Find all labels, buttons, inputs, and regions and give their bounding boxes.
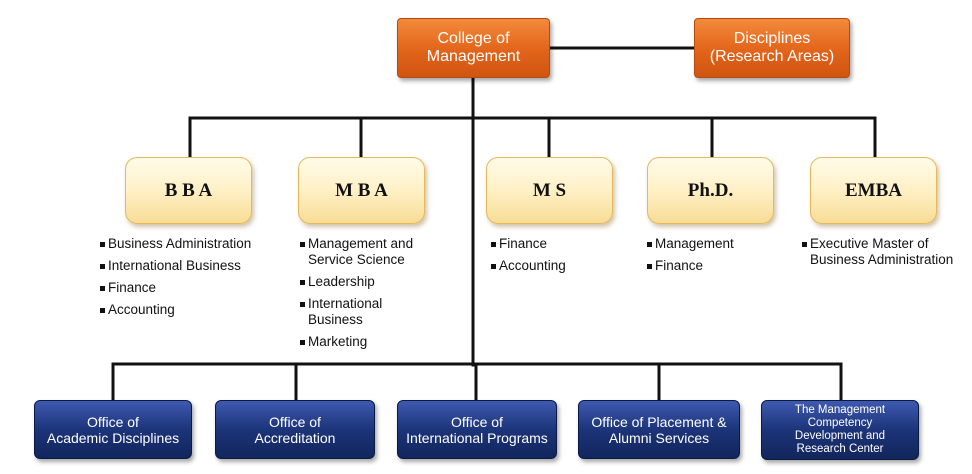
disciplines-box: Disciplines (Research Areas) <box>694 18 850 78</box>
office-label-line: Alumni Services <box>608 429 710 446</box>
program-name: M B A <box>335 179 388 201</box>
college-label-line-1: College of <box>437 30 510 47</box>
square-bullet-icon <box>100 242 105 247</box>
square-bullet-icon <box>491 264 496 269</box>
office-label-line: Office of Placement & <box>591 413 727 430</box>
office-label-line: International Programs <box>406 429 548 446</box>
program-box-emba: EMBA <box>810 157 937 224</box>
list-item: International Business <box>100 258 275 274</box>
square-bullet-icon <box>802 242 807 247</box>
office-box-international-programs: Office of International Programs <box>397 400 557 459</box>
bba-item-list: Business Administration International Bu… <box>100 236 275 324</box>
list-item: Accounting <box>100 302 275 318</box>
office-box-competency-research-center: The Management Competency Development an… <box>761 400 919 460</box>
program-name: M S <box>532 179 567 201</box>
office-label-line: Development and <box>794 430 886 442</box>
office-box-accreditation: Office of Accreditation <box>215 400 375 459</box>
program-box-mba: M B A <box>298 157 425 224</box>
program-box-phd: Ph.D. <box>647 157 774 224</box>
square-bullet-icon <box>300 302 305 307</box>
office-label-line: Office of <box>87 413 139 430</box>
square-bullet-icon <box>300 340 305 345</box>
college-of-management-box: College of Management <box>397 18 550 78</box>
program-box-ms: M S <box>486 157 613 224</box>
office-box-placement-alumni: Office of Placement & Alumni Services <box>578 400 740 459</box>
ms-item-list: Finance Accounting <box>491 236 601 280</box>
program-name: EMBA <box>845 179 902 201</box>
office-label-line: Office of <box>451 413 503 430</box>
list-item: Finance <box>491 236 601 252</box>
program-box-bba: B B A <box>125 157 252 224</box>
list-item: Accounting <box>491 258 601 274</box>
office-label-line: Competency <box>807 417 873 429</box>
college-label-line-2: Management <box>426 48 521 65</box>
list-item: Executive Master of Business Administrat… <box>802 236 968 268</box>
list-item: Management <box>647 236 767 252</box>
list-item: Business Administration <box>100 236 275 252</box>
office-box-academic-disciplines: Office of Academic Disciplines <box>34 400 192 459</box>
emba-item-list: Executive Master of Business Administrat… <box>802 236 968 274</box>
square-bullet-icon <box>100 286 105 291</box>
square-bullet-icon <box>647 242 652 247</box>
office-label-line: Academic Disciplines <box>46 429 180 446</box>
program-name: B B A <box>164 179 213 201</box>
square-bullet-icon <box>100 264 105 269</box>
office-label-line: Office of <box>269 413 321 430</box>
list-item: Finance <box>100 280 275 296</box>
list-item: Marketing <box>300 334 430 350</box>
square-bullet-icon <box>100 308 105 313</box>
list-item: Management and Service Science <box>300 236 430 268</box>
office-label-line: Research Center <box>796 443 884 455</box>
office-label-line: The Management <box>794 404 886 416</box>
program-name: Ph.D. <box>687 179 734 201</box>
square-bullet-icon <box>300 280 305 285</box>
square-bullet-icon <box>300 242 305 247</box>
square-bullet-icon <box>647 264 652 269</box>
disciplines-label-line-1: Disciplines <box>733 30 811 47</box>
mba-item-list: Management and Service Science Leadershi… <box>300 236 430 356</box>
list-item: International Business <box>300 296 430 328</box>
phd-item-list: Management Finance <box>647 236 767 280</box>
disciplines-label-line-2: (Research Areas) <box>709 48 835 65</box>
list-item: Leadership <box>300 274 430 290</box>
office-label-line: Accreditation <box>254 429 336 446</box>
list-item: Finance <box>647 258 767 274</box>
square-bullet-icon <box>491 242 496 247</box>
